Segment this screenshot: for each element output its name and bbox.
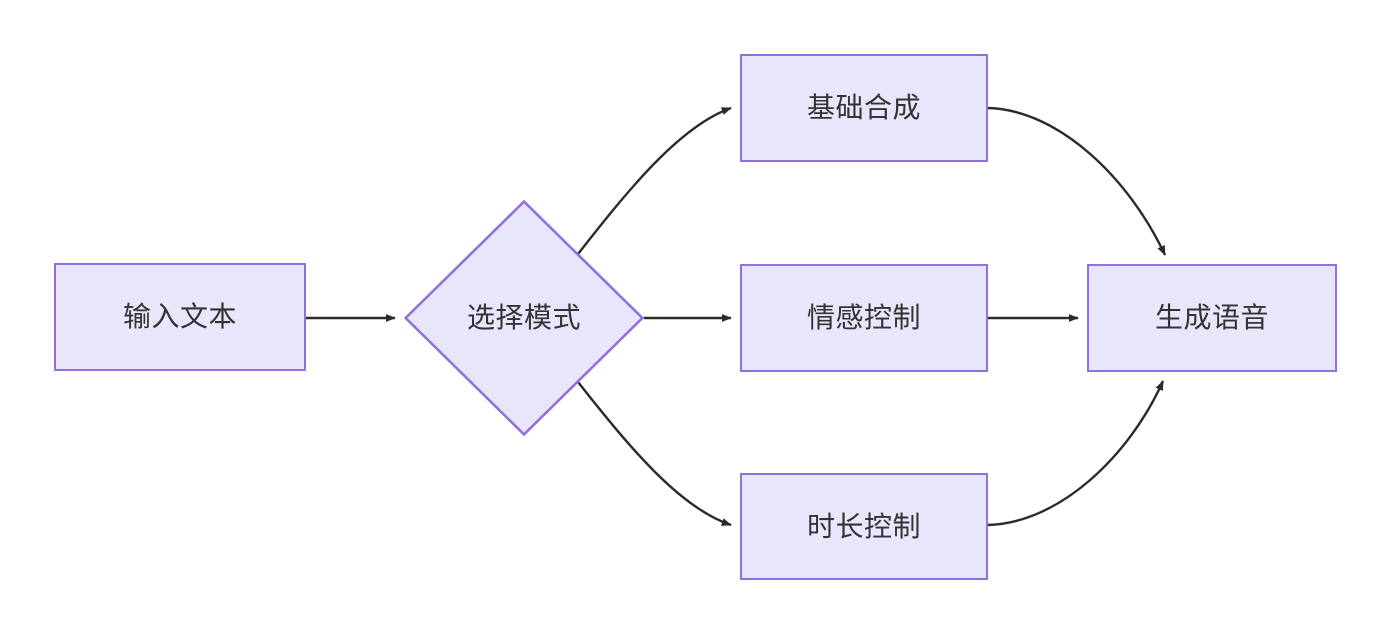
- node-emotion-control[interactable]: 情感控制: [740, 264, 988, 372]
- diamond-label-wrap: 选择模式: [404, 200, 644, 436]
- node-basic-synthesis-label: 基础合成: [806, 91, 921, 124]
- node-generate-speech-label: 生成语音: [1154, 301, 1269, 334]
- node-generate-speech[interactable]: 生成语音: [1087, 264, 1337, 372]
- edge-select-mode-to-duration-control: [577, 381, 732, 527]
- node-duration-control[interactable]: 时长控制: [740, 473, 988, 580]
- node-select-mode[interactable]: 选择模式: [404, 200, 644, 436]
- edge-basic-synthesis-to-generate-speech: [987, 106, 1167, 256]
- diamond-shape: [404, 200, 644, 436]
- node-duration-control-label: 时长控制: [806, 509, 921, 543]
- edge-duration-control-to-generate-speech: [987, 380, 1165, 527]
- node-input-text-label: 输入文本: [122, 300, 237, 333]
- edge-select-mode-to-basic-synthesis: [577, 106, 732, 255]
- node-emotion-control-label: 情感控制: [806, 301, 921, 334]
- node-input-text[interactable]: 输入文本: [54, 263, 306, 371]
- node-select-mode-label: 选择模式: [466, 301, 581, 334]
- node-basic-synthesis[interactable]: 基础合成: [740, 54, 988, 162]
